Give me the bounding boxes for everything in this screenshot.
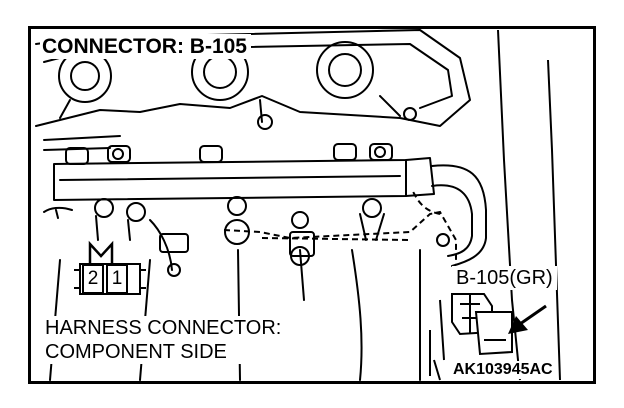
figure-border xyxy=(28,26,596,384)
injectors xyxy=(94,196,385,245)
connector-pin-1: 1 xyxy=(106,264,128,294)
sensor-connector-2 xyxy=(289,231,315,257)
body-frame xyxy=(497,29,561,381)
callout-arrow-line xyxy=(519,304,547,326)
connector-pin-2: 2 xyxy=(82,264,104,294)
valve-cover-outline xyxy=(35,29,471,127)
page-title: CONNECTOR: B-105 xyxy=(40,34,251,59)
connector-latch-icon xyxy=(88,240,114,264)
callout-arrowhead xyxy=(508,316,528,334)
connector-callout-label: B-105(GR) xyxy=(452,266,557,290)
harness-label-line1: HARNESS CONNECTOR: xyxy=(45,317,282,339)
cover-bolts xyxy=(43,107,417,151)
harness-connector-label: HARNESS CONNECTOR: COMPONENT SIDE xyxy=(42,316,285,364)
rail-mounts xyxy=(65,143,393,165)
figure-id: AK103945AC xyxy=(450,361,556,379)
harness-routing-dashed xyxy=(223,210,457,264)
fuel-line xyxy=(431,164,487,267)
spark-plug-bosses xyxy=(58,41,401,123)
connector-b105-part xyxy=(451,293,513,356)
harness-label-line2: COMPONENT SIDE xyxy=(45,341,227,363)
sensor-connector xyxy=(159,233,189,253)
